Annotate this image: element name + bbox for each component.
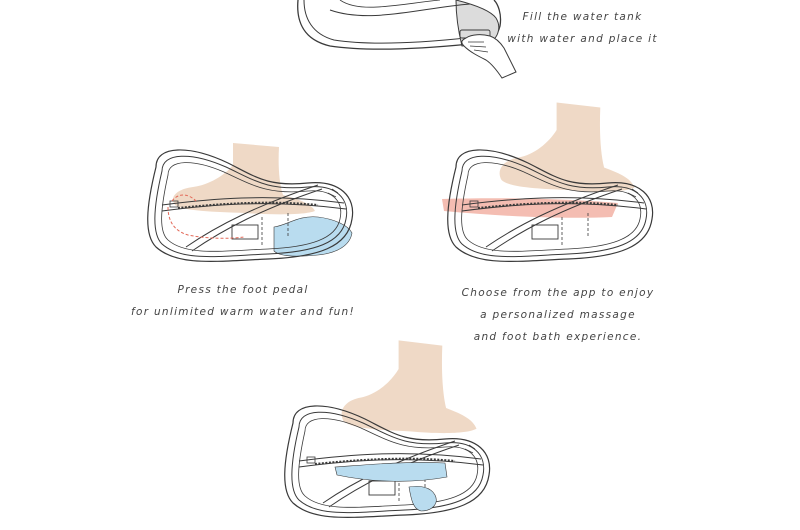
step-3-caption: Choose from the app to enjoy a personali… [428,282,688,348]
foot-icon [499,102,635,192]
water-icon [334,462,448,482]
caption-line: Press the foot pedal [177,284,309,296]
water-icon [408,485,437,512]
step-1-caption: Fill the water tank with water and place… [490,6,675,50]
foot-icon [341,340,477,434]
caption-line: with water and place it [507,33,658,45]
caption-line: Choose from the app to enjoy [461,287,655,299]
caption-line: Fill the water tank [522,11,643,23]
hand-icon [461,34,517,79]
heat-glow-icon [167,194,245,239]
step-1-figure [297,0,517,79]
step-2-figure [146,143,354,263]
water-icon [273,216,353,257]
heat-glow-icon [442,198,618,218]
step-3-figure [442,102,654,263]
step-4-figure [283,340,491,519]
foot-bath-device-icon [297,0,502,50]
caption-line: and foot bath experience. [473,331,643,343]
caption-line: for unlimited warm water and fun! [130,306,355,318]
caption-line: a personalized massage [480,309,636,321]
step-2-caption: Press the foot pedal for unlimited warm … [118,279,368,323]
